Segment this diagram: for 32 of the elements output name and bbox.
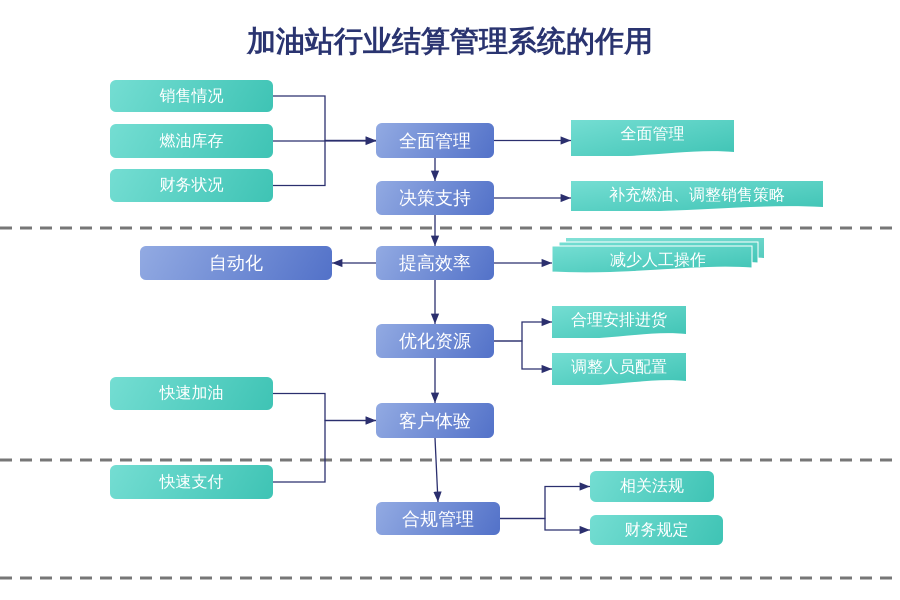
arrow [273, 416, 376, 483]
arrow [430, 215, 440, 246]
arrow [273, 136, 376, 186]
arrow [494, 136, 571, 145]
note-box: 补充燃油、调整销售策略 [571, 181, 823, 211]
item-box: 财务规定 [590, 515, 723, 545]
process-box: 客户体验 [376, 403, 494, 438]
item-box: 销售情况 [110, 80, 273, 112]
note-box: 全面管理 [571, 120, 734, 156]
process-box: 提高效率 [376, 246, 494, 280]
item-box: 相关法规 [590, 471, 714, 502]
title: 加油站行业结算管理系统的作用 [246, 23, 654, 60]
arrow [494, 194, 571, 202]
note-box: 调整人员配置 [552, 353, 686, 385]
item-box: 燃油库存 [110, 124, 273, 158]
item-box: 快速加油 [110, 377, 273, 410]
arrow [500, 518, 590, 534]
process-box: 全面管理 [376, 123, 494, 158]
arrow [494, 340, 552, 374]
process-box: 决策支持 [376, 181, 494, 215]
process-box: 合规管理 [376, 502, 500, 535]
process-box: 自动化 [140, 246, 332, 280]
arrow [430, 280, 440, 324]
arrow [430, 358, 440, 403]
item-box: 快速支付 [110, 465, 273, 499]
arrow [332, 258, 376, 268]
arrow [430, 158, 440, 181]
note-box: 合理安排进货 [552, 306, 686, 338]
arrow [494, 258, 552, 268]
process-box: 优化资源 [376, 324, 494, 358]
arrow [433, 438, 442, 502]
item-box: 财务状况 [110, 169, 273, 202]
